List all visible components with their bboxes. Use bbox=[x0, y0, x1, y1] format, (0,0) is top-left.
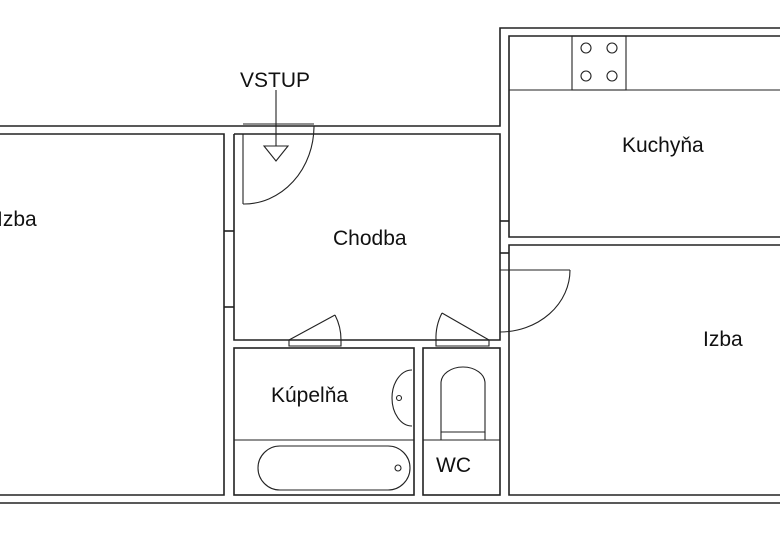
entrance-label: VSTUP bbox=[240, 69, 310, 92]
washbasin-icon bbox=[391, 369, 413, 427]
bathroom-door bbox=[288, 314, 342, 347]
entrance-door bbox=[242, 123, 315, 205]
entrance-arrow-icon bbox=[262, 90, 290, 162]
outer-walls bbox=[0, 27, 780, 504]
right-room-walls bbox=[500, 244, 780, 496]
left-room-label: Izba bbox=[0, 208, 37, 231]
stove-icon bbox=[571, 35, 627, 91]
kitchen-walls bbox=[500, 35, 780, 238]
hallway-walls bbox=[233, 133, 501, 341]
wc-walls bbox=[422, 347, 501, 496]
bathtub-icon bbox=[257, 445, 411, 491]
hallway-label: Chodba bbox=[333, 227, 407, 250]
bathroom-label: Kúpelňa bbox=[271, 384, 348, 407]
wc-door bbox=[435, 312, 490, 347]
bathroom-walls bbox=[233, 347, 415, 496]
kitchen-label: Kuchyňa bbox=[622, 134, 704, 157]
right-room-door bbox=[499, 269, 571, 333]
wc-label: WC bbox=[436, 454, 471, 477]
right-room-label: Izba bbox=[703, 328, 743, 351]
toilet-icon bbox=[440, 366, 486, 440]
